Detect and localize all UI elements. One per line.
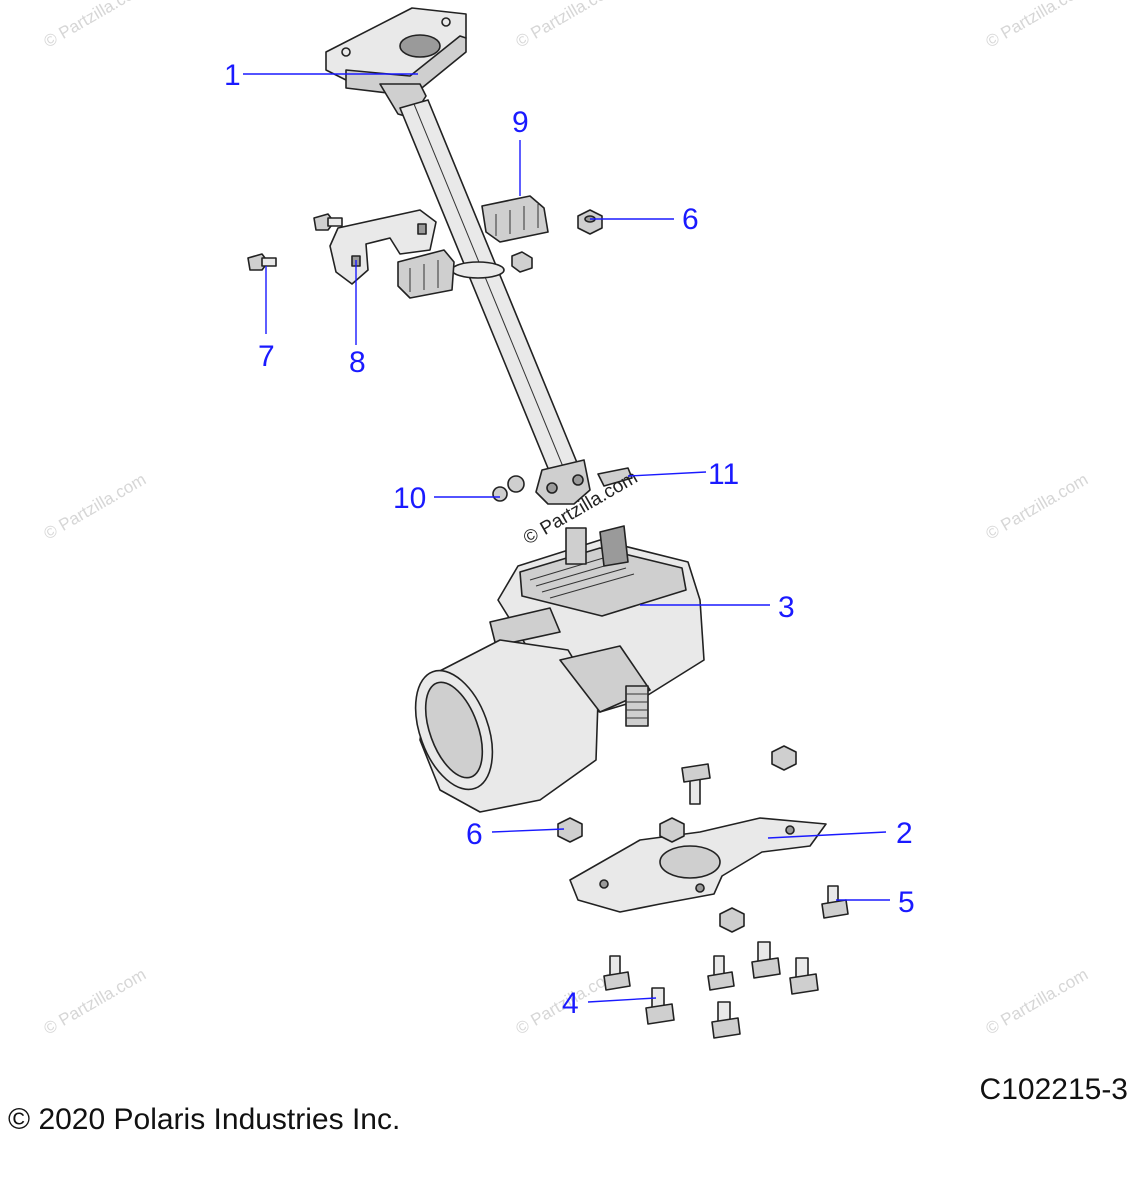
bolt xyxy=(681,763,711,805)
upper-mount-bracket xyxy=(325,7,467,119)
copyright-notice: © 2020 Polaris Industries Inc. xyxy=(8,1103,401,1136)
watermark: © Partzilla.com xyxy=(513,0,622,51)
upper-clamp-half xyxy=(481,195,549,243)
callout-1: 1 xyxy=(224,59,241,92)
watermark: © Partzilla.com xyxy=(41,965,150,1039)
callout-7: 7 xyxy=(258,340,275,373)
clamp-screws xyxy=(247,213,343,271)
watermark: © Partzilla.com xyxy=(983,965,1092,1039)
callout-9: 9 xyxy=(512,106,529,139)
callout-10: 10 xyxy=(393,482,426,515)
bolt xyxy=(711,1001,741,1039)
watermark: © Partzilla.com xyxy=(41,0,150,51)
bolt xyxy=(751,941,781,979)
watermark: © Partzilla.com xyxy=(41,470,150,544)
callout-8: 8 xyxy=(349,346,366,379)
callout-3: 3 xyxy=(778,591,795,624)
callout-2: 2 xyxy=(896,817,913,850)
callouts: 1 9 6 7 8 10 11 3 6 2 5 4 xyxy=(224,59,915,1020)
watermark: © Partzilla.com xyxy=(983,470,1092,544)
bolt xyxy=(821,885,849,919)
callout-6-upper: 6 xyxy=(682,203,699,236)
bolt xyxy=(645,987,675,1025)
bolt xyxy=(603,955,631,991)
flange-nut-upper xyxy=(511,209,603,273)
watermark: © Partzilla.com xyxy=(983,0,1092,51)
steering-column xyxy=(399,99,591,505)
callout-6-lower: 6 xyxy=(466,818,483,851)
leader-lines xyxy=(243,73,890,1003)
small-hardware xyxy=(492,467,633,502)
mounting-plate xyxy=(569,817,827,913)
bolt xyxy=(707,955,735,991)
callout-5: 5 xyxy=(898,886,915,919)
flange-nuts-lower xyxy=(557,745,797,933)
callout-11: 11 xyxy=(708,458,739,491)
bolts xyxy=(603,763,849,1039)
clamp-bracket xyxy=(329,209,455,299)
bolt xyxy=(789,957,819,995)
callout-4: 4 xyxy=(562,987,579,1020)
drawing-number: C102215-3 xyxy=(979,1073,1128,1106)
eps-unit xyxy=(414,525,705,813)
